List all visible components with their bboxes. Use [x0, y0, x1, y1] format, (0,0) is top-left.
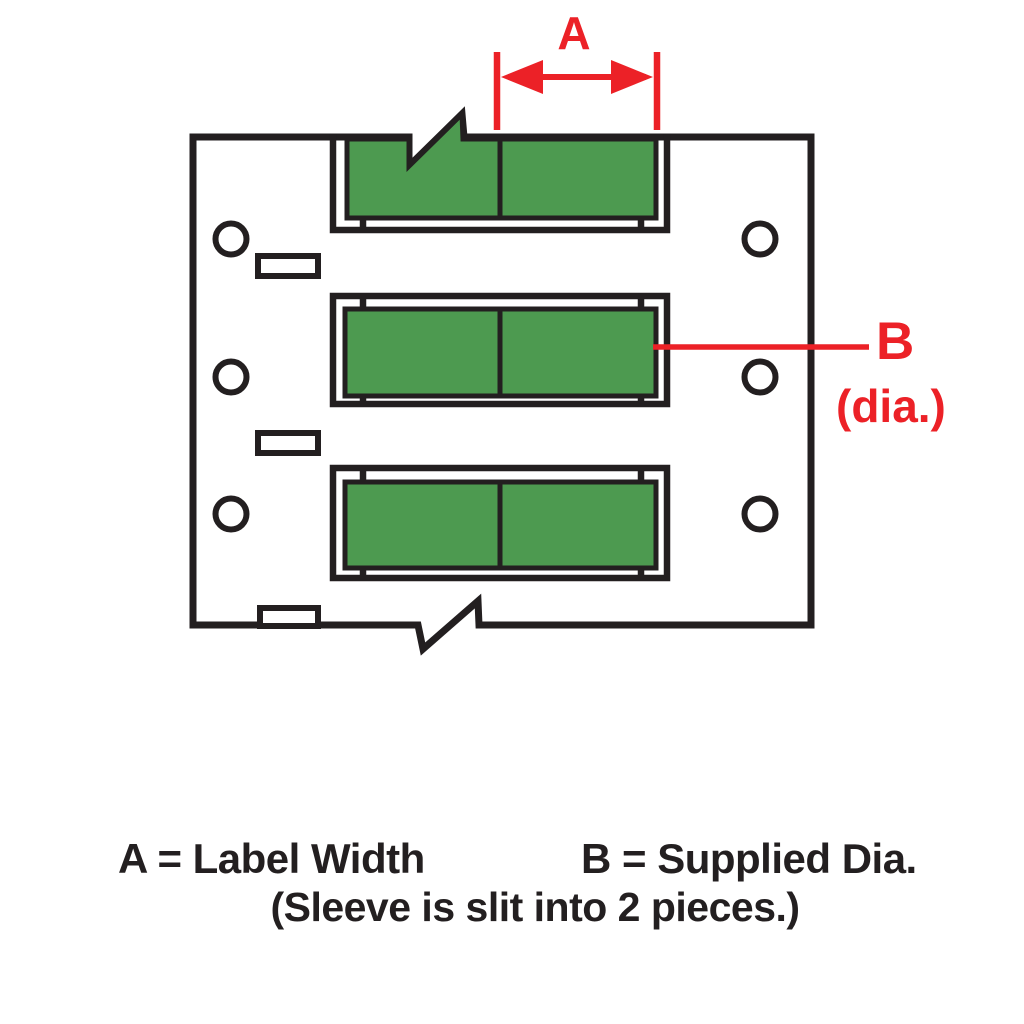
dim-b-diameter-label: (dia.) — [836, 380, 946, 432]
feed-hole — [212, 220, 250, 258]
feed-hole — [741, 495, 779, 533]
sleeve-piece-right — [497, 306, 659, 399]
sleeve-row-top — [329, 108, 671, 234]
feed-hole — [741, 220, 779, 258]
dim-b-label: B — [876, 312, 915, 371]
feed-hole — [741, 358, 779, 396]
sleeve-piece-right — [497, 136, 659, 221]
sleeve-row-bottom — [329, 464, 671, 582]
legend-supplied-dia: B = Supplied Dia. — [581, 835, 917, 882]
dim-a-arrowhead-left — [501, 60, 543, 94]
feed-holes — [212, 220, 779, 533]
liner-slot — [257, 605, 321, 629]
legend-label-width: A = Label Width — [118, 835, 425, 882]
sleeve-pocket — [329, 292, 671, 408]
sleeve-pocket — [329, 464, 671, 582]
sleeve-piece-right — [497, 479, 659, 571]
dim-a-arrowhead-right — [611, 60, 653, 94]
sleeve-row-middle — [329, 292, 671, 408]
dim-a-label: A — [557, 7, 591, 59]
sleeve-pocket — [329, 134, 671, 234]
sleeve-piece-left — [342, 479, 503, 571]
sleeve-piece-left — [342, 306, 503, 399]
liner-slots — [255, 253, 321, 629]
sleeve-piece-left — [344, 108, 503, 221]
liner-slot — [255, 430, 321, 456]
liner-slot — [255, 253, 321, 279]
feed-hole — [212, 358, 250, 396]
feed-hole — [212, 495, 250, 533]
legend-slit-note: (Sleeve is slit into 2 pieces.) — [270, 884, 800, 930]
dimension-a — [493, 52, 661, 130]
